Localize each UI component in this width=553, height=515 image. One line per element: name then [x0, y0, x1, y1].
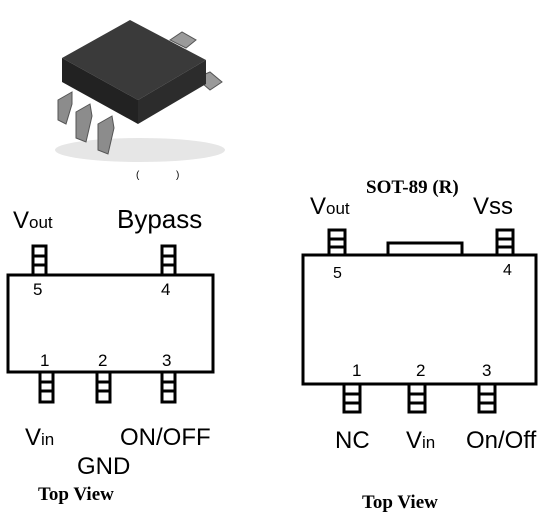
right-pin2-label: Vin: [406, 427, 435, 454]
svg-text:): ): [176, 170, 179, 181]
right-package-tab: [386, 241, 464, 257]
left-pin1-label: Vin: [25, 424, 54, 451]
right-pin3-number: 3: [482, 361, 491, 380]
right-pin4-lead: [495, 228, 515, 257]
right-pin5-number: 5: [333, 265, 342, 282]
left-pin2-lead: [95, 370, 112, 404]
left-package: 5 4 1 2 3 Vout Bypass Vin GND ON/OFF Top…: [6, 204, 215, 505]
left-pin5-lead: [31, 244, 48, 277]
right-pin2-number: 2: [416, 361, 425, 380]
right-package: SOT-89 (R): [301, 177, 538, 513]
left-pin1-number: 1: [40, 351, 49, 370]
left-pin4-label: Bypass: [117, 204, 202, 234]
right-pin3-label: On/Off: [466, 427, 537, 454]
right-package-title: SOT-89 (R): [366, 177, 459, 198]
svg-text:(: (: [136, 170, 140, 181]
right-pin5-label: Vout: [310, 193, 350, 220]
right-package-body: [301, 253, 538, 386]
right-pin4-label: Vss: [473, 193, 513, 220]
right-pin2-lead: [407, 382, 427, 414]
right-pin4-number: 4: [503, 262, 512, 279]
right-view-caption: Top View: [362, 492, 438, 513]
left-pin2-label: GND: [77, 453, 130, 480]
right-pin5-lead: [327, 228, 347, 257]
left-pin2-number: 2: [98, 351, 107, 370]
left-pin1-lead: [38, 370, 55, 404]
left-pin5-number: 5: [33, 280, 42, 299]
left-pin3-lead: [160, 370, 177, 404]
package-photo: ( ): [55, 20, 225, 181]
right-pin1-label: NC: [335, 427, 370, 454]
left-pin3-label: ON/OFF: [120, 424, 211, 451]
left-view-caption: Top View: [38, 484, 114, 505]
left-pin3-number: 3: [162, 351, 171, 370]
left-package-body: [6, 273, 215, 374]
left-pin4-number: 4: [161, 280, 170, 299]
left-pin5-label: Vout: [13, 207, 53, 234]
right-pin1-lead: [342, 382, 362, 414]
right-pin1-number: 1: [352, 361, 361, 380]
left-pin4-lead: [160, 244, 177, 277]
right-pin3-lead: [477, 382, 497, 414]
